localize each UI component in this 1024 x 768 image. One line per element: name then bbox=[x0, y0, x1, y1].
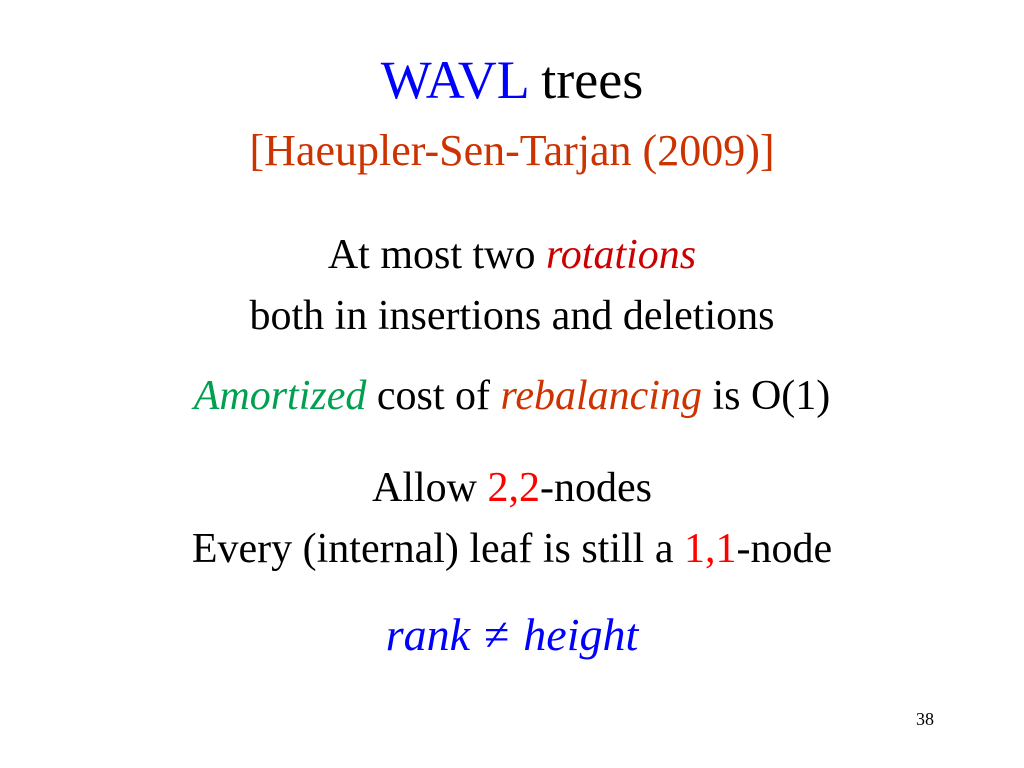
text: cost of bbox=[366, 373, 501, 419]
amortized-emphasis: Amortized bbox=[193, 373, 367, 419]
page-number: 38 bbox=[916, 709, 934, 729]
rotations-line: At most two rotations bbox=[0, 229, 1024, 281]
title-rest: trees bbox=[527, 50, 644, 110]
amortized-line: Amortized cost of rebalancing is O(1) bbox=[0, 370, 1024, 422]
formula-right: height bbox=[523, 609, 639, 660]
insertions-deletions-line: both in insertions and deletions bbox=[249, 293, 775, 339]
text: -node bbox=[736, 526, 833, 572]
text: -nodes bbox=[540, 465, 652, 511]
rank-neq-height-formula: rank ≠ height bbox=[0, 607, 1024, 663]
rebalancing-emphasis: rebalancing bbox=[500, 373, 702, 419]
not-equal-symbol: ≠ bbox=[484, 609, 510, 660]
slide-subtitle: [Haeupler-Sen-Tarjan (2009)] bbox=[249, 126, 775, 175]
formula-left: rank bbox=[385, 609, 471, 660]
title-acronym: WAVL bbox=[380, 50, 528, 110]
text: Every (internal) leaf is still a bbox=[191, 526, 684, 572]
11-emphasis: 1,1 bbox=[684, 526, 737, 572]
22-emphasis: 2,2 bbox=[487, 465, 541, 511]
slide-title: WAVL trees bbox=[0, 48, 1024, 112]
text: At most two bbox=[327, 232, 547, 278]
allow-22-line: Allow 2,2-nodes bbox=[0, 462, 1024, 514]
rotations-emphasis: rotations bbox=[546, 232, 697, 278]
text: is O(1) bbox=[701, 373, 831, 419]
text: Allow bbox=[372, 465, 488, 511]
leaf-11-line: Every (internal) leaf is still a 1,1-nod… bbox=[0, 523, 1024, 575]
